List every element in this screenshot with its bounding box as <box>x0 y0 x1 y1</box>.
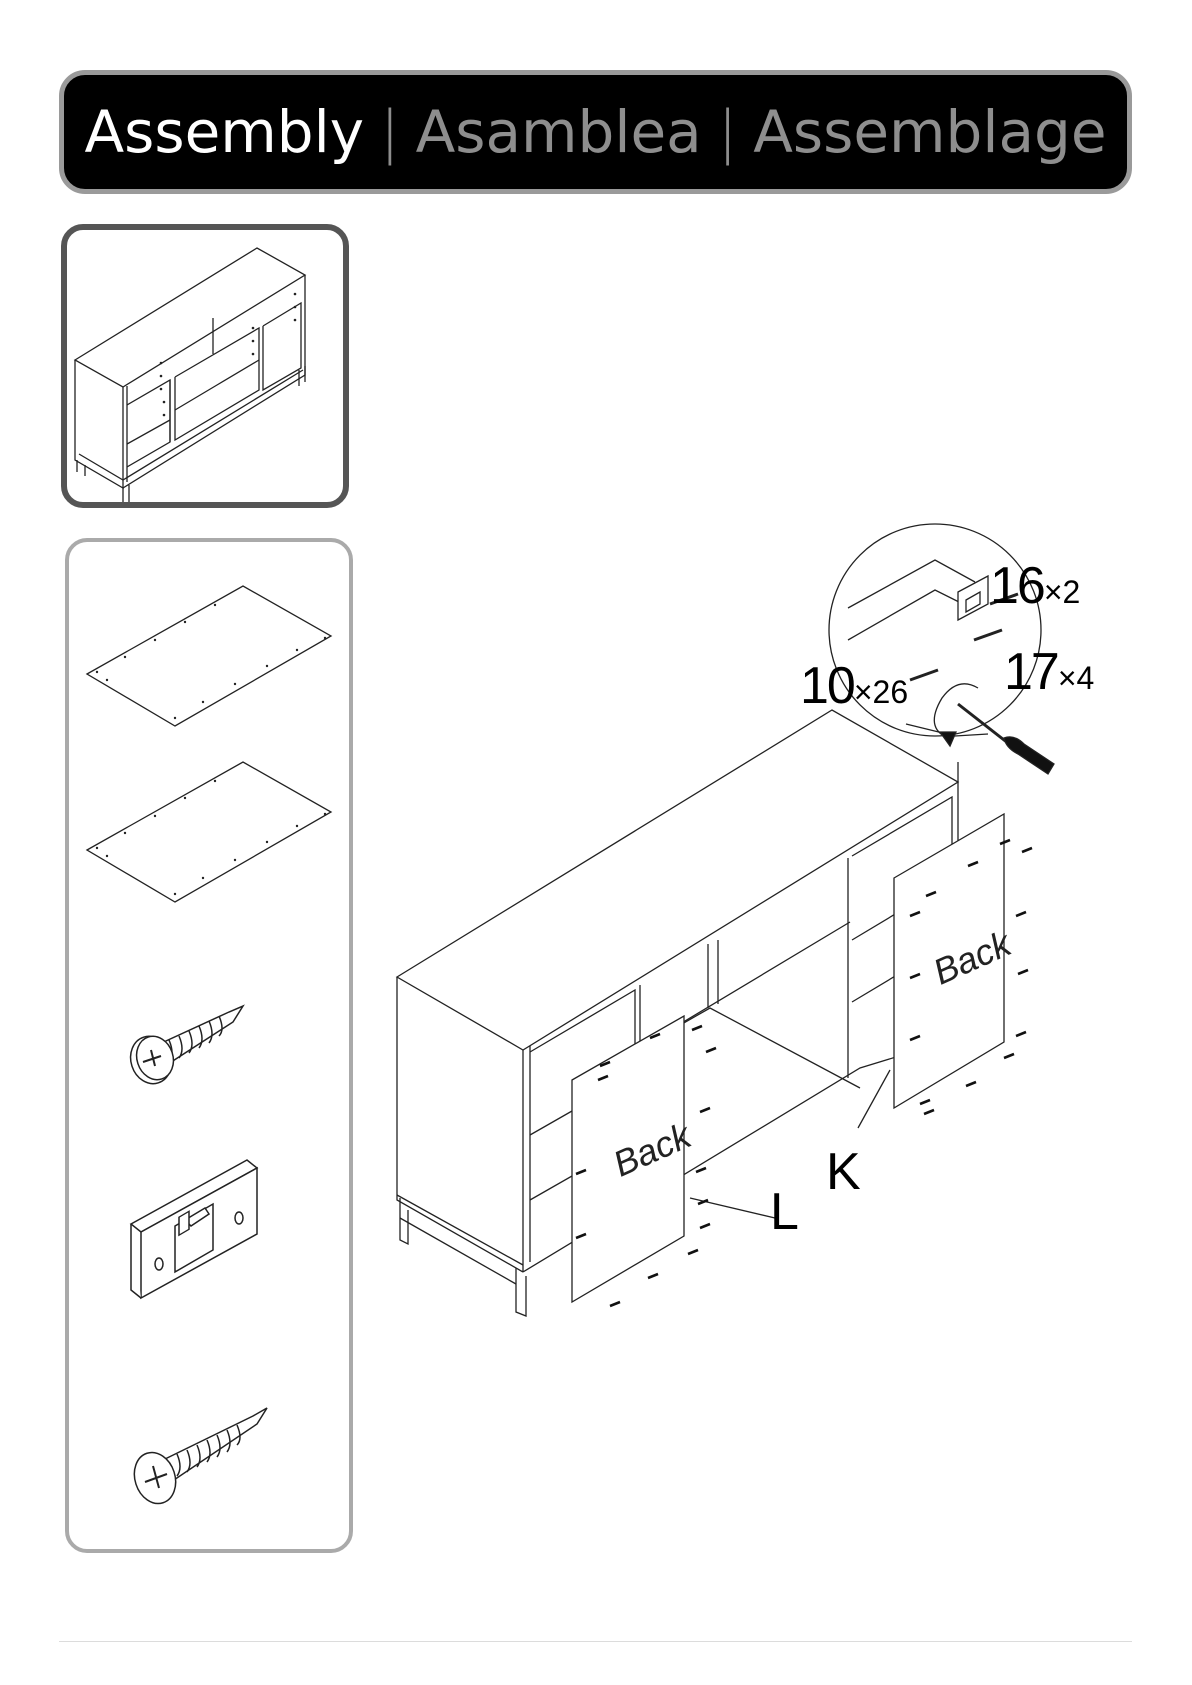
part-letter-k: K <box>826 1146 861 1198</box>
callout-part-number: 10 <box>800 657 854 715</box>
part-letter-l: L <box>770 1186 799 1238</box>
cabinet-top <box>397 710 958 1050</box>
callout-part-number: 17 <box>1004 643 1058 701</box>
callout-quantity: ×4 <box>1058 660 1094 696</box>
callout-quantity: ×26 <box>854 674 908 710</box>
callout-quantity: ×2 <box>1044 574 1080 610</box>
footer-divider <box>59 1641 1132 1642</box>
callout-part-10: 10×26 <box>800 660 908 712</box>
callout-part-17: 17×4 <box>1004 646 1094 698</box>
callout-part-16: 16×2 <box>990 560 1080 612</box>
callout-part-number: 16 <box>990 557 1044 615</box>
